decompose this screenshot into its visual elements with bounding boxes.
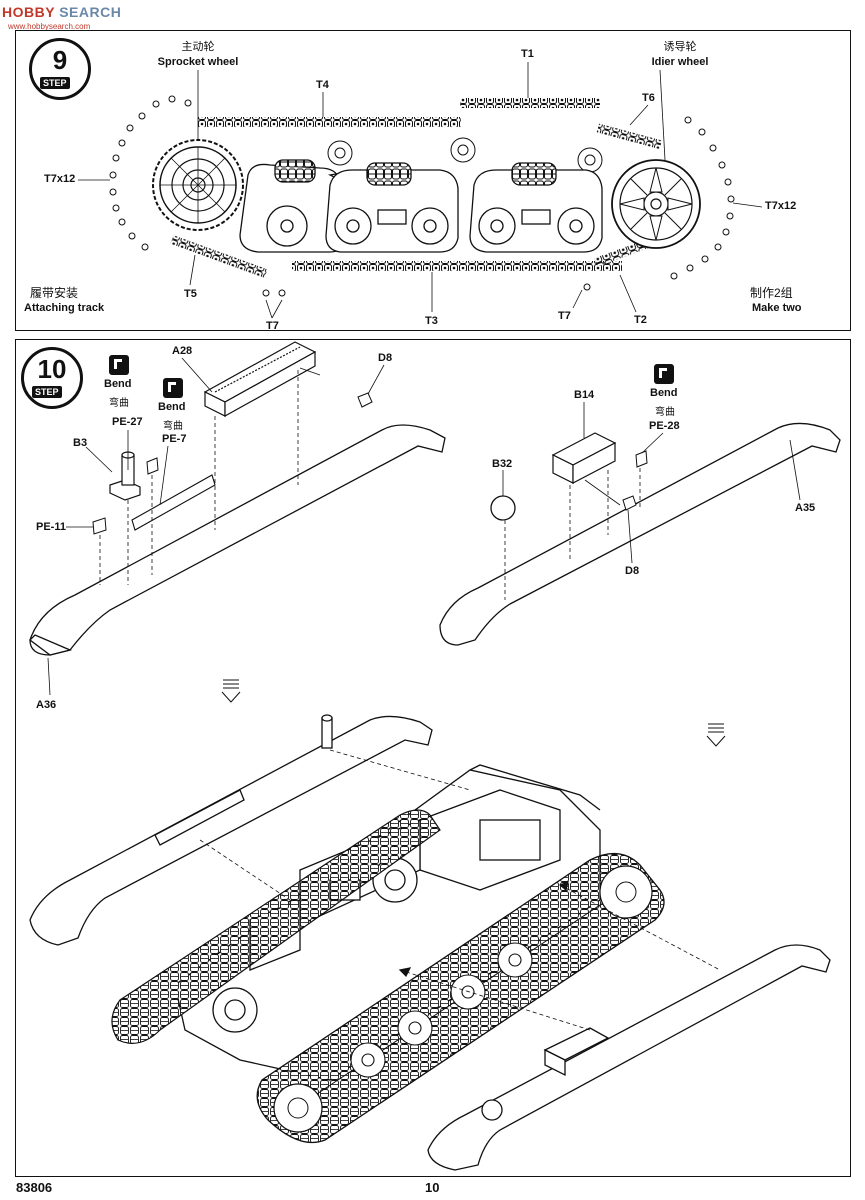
- bogie-assembly-1: [239, 159, 361, 253]
- part-pe11-label: PE-11: [36, 521, 66, 533]
- installed-fender-right: [427, 944, 831, 1171]
- fender-a35: [439, 422, 841, 646]
- arrow-down-right-icon: [706, 723, 726, 747]
- loose-links-left: [109, 95, 192, 251]
- part-t3-label: T3: [425, 315, 438, 327]
- make-two-en: Make two: [752, 302, 802, 314]
- watermark-text-a: HOBBY: [2, 4, 55, 20]
- step9-title-cn: 履带安装: [30, 286, 79, 300]
- part-t4-label: T4: [316, 79, 329, 91]
- installed-fender-left: [29, 714, 433, 946]
- page-number: 10: [425, 1180, 440, 1195]
- return-rollers: [327, 137, 603, 173]
- installed-track-near: [256, 853, 665, 1144]
- step10-badge: 10 STEP: [21, 347, 83, 409]
- part-d8-left: [357, 392, 373, 408]
- arrow-down-left-icon: [221, 679, 241, 703]
- part-t7-right-label: T7: [558, 310, 571, 322]
- part-d8-label-left: D8: [378, 352, 393, 364]
- loose-t7-links: [262, 283, 591, 297]
- fender-a36: [29, 424, 446, 656]
- watermark-text-b: SEARCH: [54, 4, 122, 20]
- loose-links-right: [670, 116, 735, 280]
- part-pe7-label: PE-7: [162, 433, 187, 445]
- part-b3-label: B3: [73, 437, 88, 449]
- track-run-t5: [170, 235, 268, 278]
- bend-cn-3: 弯曲: [655, 407, 675, 418]
- track-run-t4: [197, 117, 461, 127]
- part-pe7: [131, 474, 216, 531]
- installed-track-far: [111, 809, 441, 1044]
- bend-icon: [654, 364, 674, 384]
- watermark-url: www.hobbysearch.com: [8, 22, 91, 31]
- part-pe11: [92, 517, 107, 535]
- bogie-assembly-3: [469, 162, 603, 253]
- part-b32-label: B32: [492, 458, 513, 470]
- bend-en-2: Bend: [158, 401, 186, 413]
- part-d8-right: [622, 495, 637, 511]
- step9-badge: 9 STEP: [29, 38, 91, 100]
- bend-icon: [109, 355, 129, 375]
- bend-cn-2: 弯曲: [163, 421, 183, 432]
- product-code: 83806: [16, 1180, 53, 1195]
- bend-en-1: Bend: [104, 378, 132, 390]
- track-run-t1: [460, 98, 600, 108]
- part-a28: [203, 341, 317, 418]
- step10-number: 10: [37, 354, 67, 384]
- part-a36-label: A36: [36, 699, 57, 711]
- step9-panel: [15, 30, 851, 331]
- sprocket-cn-label: 主动轮: [181, 41, 215, 53]
- part-pe27: [146, 457, 159, 475]
- part-b14: [551, 432, 617, 484]
- watermark-logo: HOBBY SEARCH: [2, 4, 121, 20]
- part-t7x12-right-label: T7x12: [765, 200, 797, 212]
- step10-label: STEP: [32, 386, 62, 398]
- part-t5-label: T5: [184, 288, 197, 300]
- step9-title-en: Attaching track: [24, 302, 105, 314]
- step9-number: 9: [52, 45, 68, 75]
- bogie-assembly-2: [325, 162, 459, 253]
- bend-en-3: Bend: [650, 387, 678, 399]
- idler-en-label: Idier wheel: [651, 56, 709, 68]
- bend-icon: [163, 378, 183, 398]
- part-d8-label-right: D8: [625, 565, 640, 577]
- part-a28-label: A28: [172, 345, 193, 357]
- idler-cn-label: 诱导轮: [663, 41, 697, 53]
- part-pe27-label: PE-27: [112, 416, 143, 428]
- sprocket-en-label: Sprocket wheel: [157, 56, 239, 68]
- idler-wheel: [611, 159, 701, 249]
- part-t7x12-left-label: T7x12: [44, 173, 76, 185]
- bend-cn-1: 弯曲: [109, 398, 129, 409]
- part-b3: [109, 451, 141, 501]
- part-b14-label: B14: [574, 389, 595, 401]
- step9-label: STEP: [40, 77, 70, 89]
- part-t2-label: T2: [634, 314, 647, 326]
- part-t6-label: T6: [642, 92, 655, 104]
- step10-panel: [15, 339, 851, 1177]
- sprocket-wheel: [152, 139, 244, 231]
- part-t1-label: T1: [521, 48, 534, 60]
- part-pe28-label: PE-28: [649, 420, 680, 432]
- part-b32: [490, 495, 516, 521]
- part-a35-label: A35: [795, 502, 816, 514]
- part-pe28: [635, 450, 648, 468]
- make-two-cn: 制作2组: [750, 286, 793, 300]
- track-run-t3: [292, 261, 622, 271]
- part-t7-bottom-label: T7: [266, 320, 279, 332]
- track-run-t6: [596, 123, 662, 150]
